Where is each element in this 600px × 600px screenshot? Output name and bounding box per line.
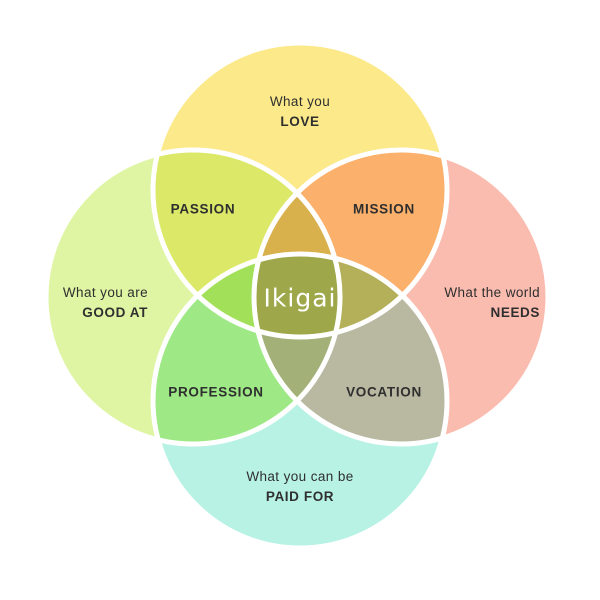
love-label-line1: What you [269, 94, 331, 109]
mission-label: MISSION [353, 201, 415, 217]
good-at-label-line2: GOOD AT [82, 305, 148, 320]
profession-label: PROFESSION [168, 384, 264, 400]
needs-outline [251, 147, 551, 447]
love-label-line2: LOVE [280, 114, 320, 129]
paid-for-label-line1: What you can be [246, 469, 354, 484]
love-outline [150, 40, 450, 340]
good-at-outline [43, 147, 343, 447]
paid-for-outline [150, 251, 450, 551]
ikigai-label: Ikigai [263, 283, 337, 313]
needs-label: What the world NEEDS [418, 283, 540, 323]
needs-label-line2: NEEDS [490, 305, 540, 320]
passion-label: PASSION [170, 201, 236, 217]
vocation-label: VOCATION [346, 384, 422, 400]
good-at-label-line1: What you are [62, 285, 148, 300]
love-label: What you LOVE [240, 92, 360, 132]
paid-for-label-line2: PAID FOR [265, 489, 335, 504]
paid-for-label: What you can be PAID FOR [220, 467, 380, 507]
needs-label-line1: What the world [444, 285, 540, 300]
good-at-label: What you are GOOD AT [30, 283, 148, 323]
